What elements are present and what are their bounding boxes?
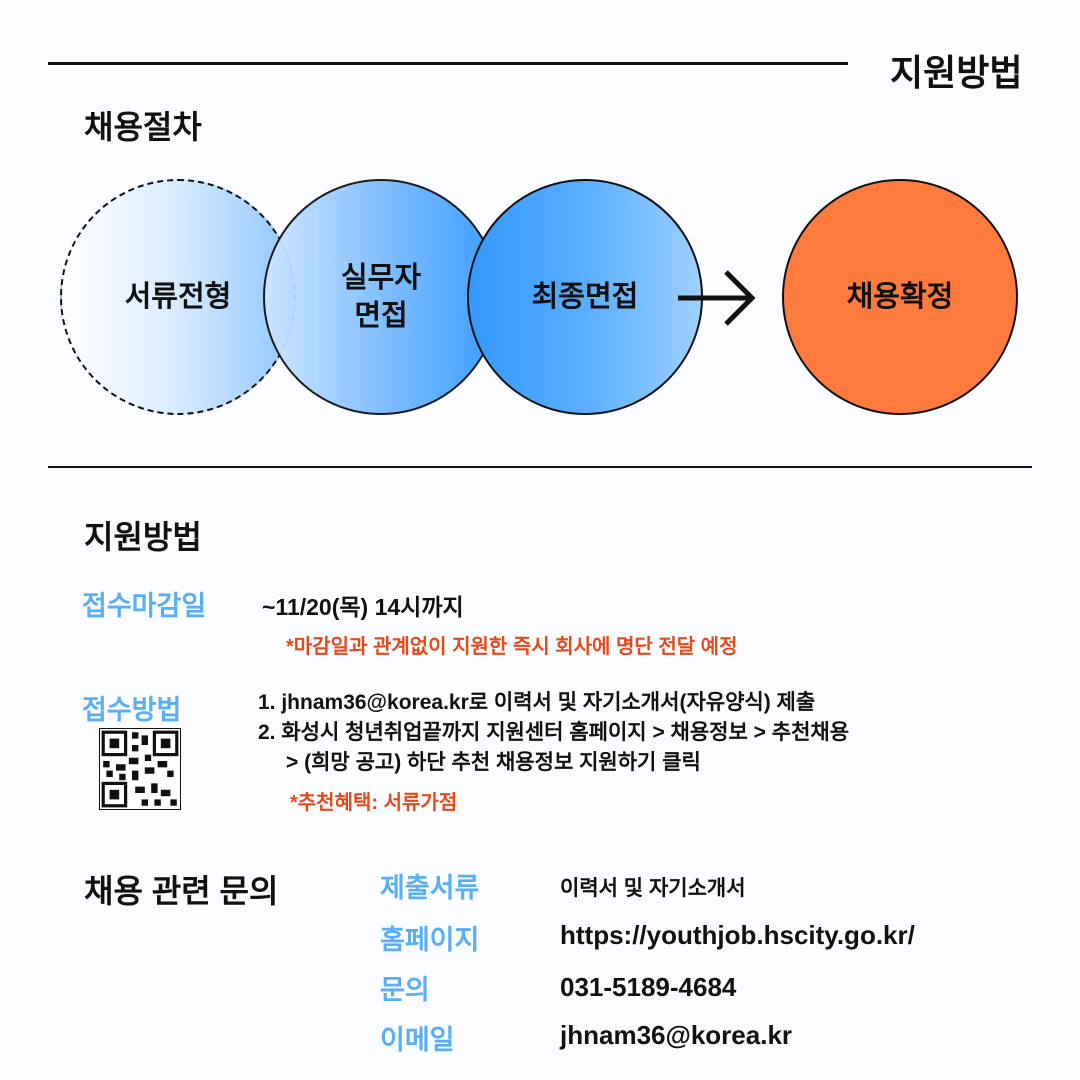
qr-code[interactable]: [99, 728, 181, 810]
contact-label-email: 이메일: [380, 1025, 455, 1055]
step-label-final: 최종면접: [531, 281, 639, 313]
contact-value-phone: 031-5189-4684: [560, 972, 737, 1002]
section-divider: [48, 466, 1032, 468]
method-line-2: 2. 화성시 청년취업끝까지 지원센터 홈페이지 > 채용정보 > 추천채용: [258, 721, 850, 744]
deadline-label: 접수마감일: [82, 591, 207, 621]
method-note: *추천혜택: 서류가점: [290, 792, 458, 814]
contact-value-email[interactable]: jhnam36@korea.kr: [560, 1020, 793, 1050]
step-label-document: 서류전형: [124, 281, 232, 313]
method-line-3: > (희망 공고) 하단 추천 채용정보 지원하기 클릭: [286, 751, 701, 774]
step-circle-final: [467, 179, 703, 415]
apply-title: 지원방법: [84, 519, 202, 555]
step-circle-interview-1: [263, 179, 499, 415]
qr-code-icon: [101, 730, 179, 808]
method-line-1: 1. jhnam36@korea.kr로 이력서 및 자기소개서(자유양식) 제…: [258, 691, 816, 714]
top-rule: [48, 62, 848, 65]
deadline-note: *마감일과 관계없이 지원한 즉시 회사에 명단 전달 예정: [286, 636, 738, 658]
page-title: 지원방법: [890, 52, 1023, 93]
contact-value-homepage[interactable]: https://youthjob.hscity.go.kr/: [560, 920, 915, 950]
contact-label-documents: 제출서류: [380, 873, 480, 903]
contact-label-homepage: 홈페이지: [380, 925, 480, 955]
contact-value-documents: 이력서 및 자기소개서: [560, 877, 746, 900]
deadline-value: ~11/20(목) 14시까지: [262, 594, 464, 620]
contact-label-phone: 문의: [380, 975, 430, 1005]
step-circle-hired: [782, 179, 1018, 415]
contact-title: 채용 관련 문의: [84, 873, 279, 909]
step-label-hired: 채용확정: [846, 281, 954, 313]
method-label: 접수방법: [82, 695, 182, 725]
process-title: 채용절차: [84, 109, 202, 145]
step-label-interview-1a: 실무자: [340, 262, 422, 294]
step-circle-document: [60, 179, 296, 415]
arrow-right-icon: [678, 270, 756, 326]
step-label-interview-1b: 면접: [354, 300, 408, 332]
